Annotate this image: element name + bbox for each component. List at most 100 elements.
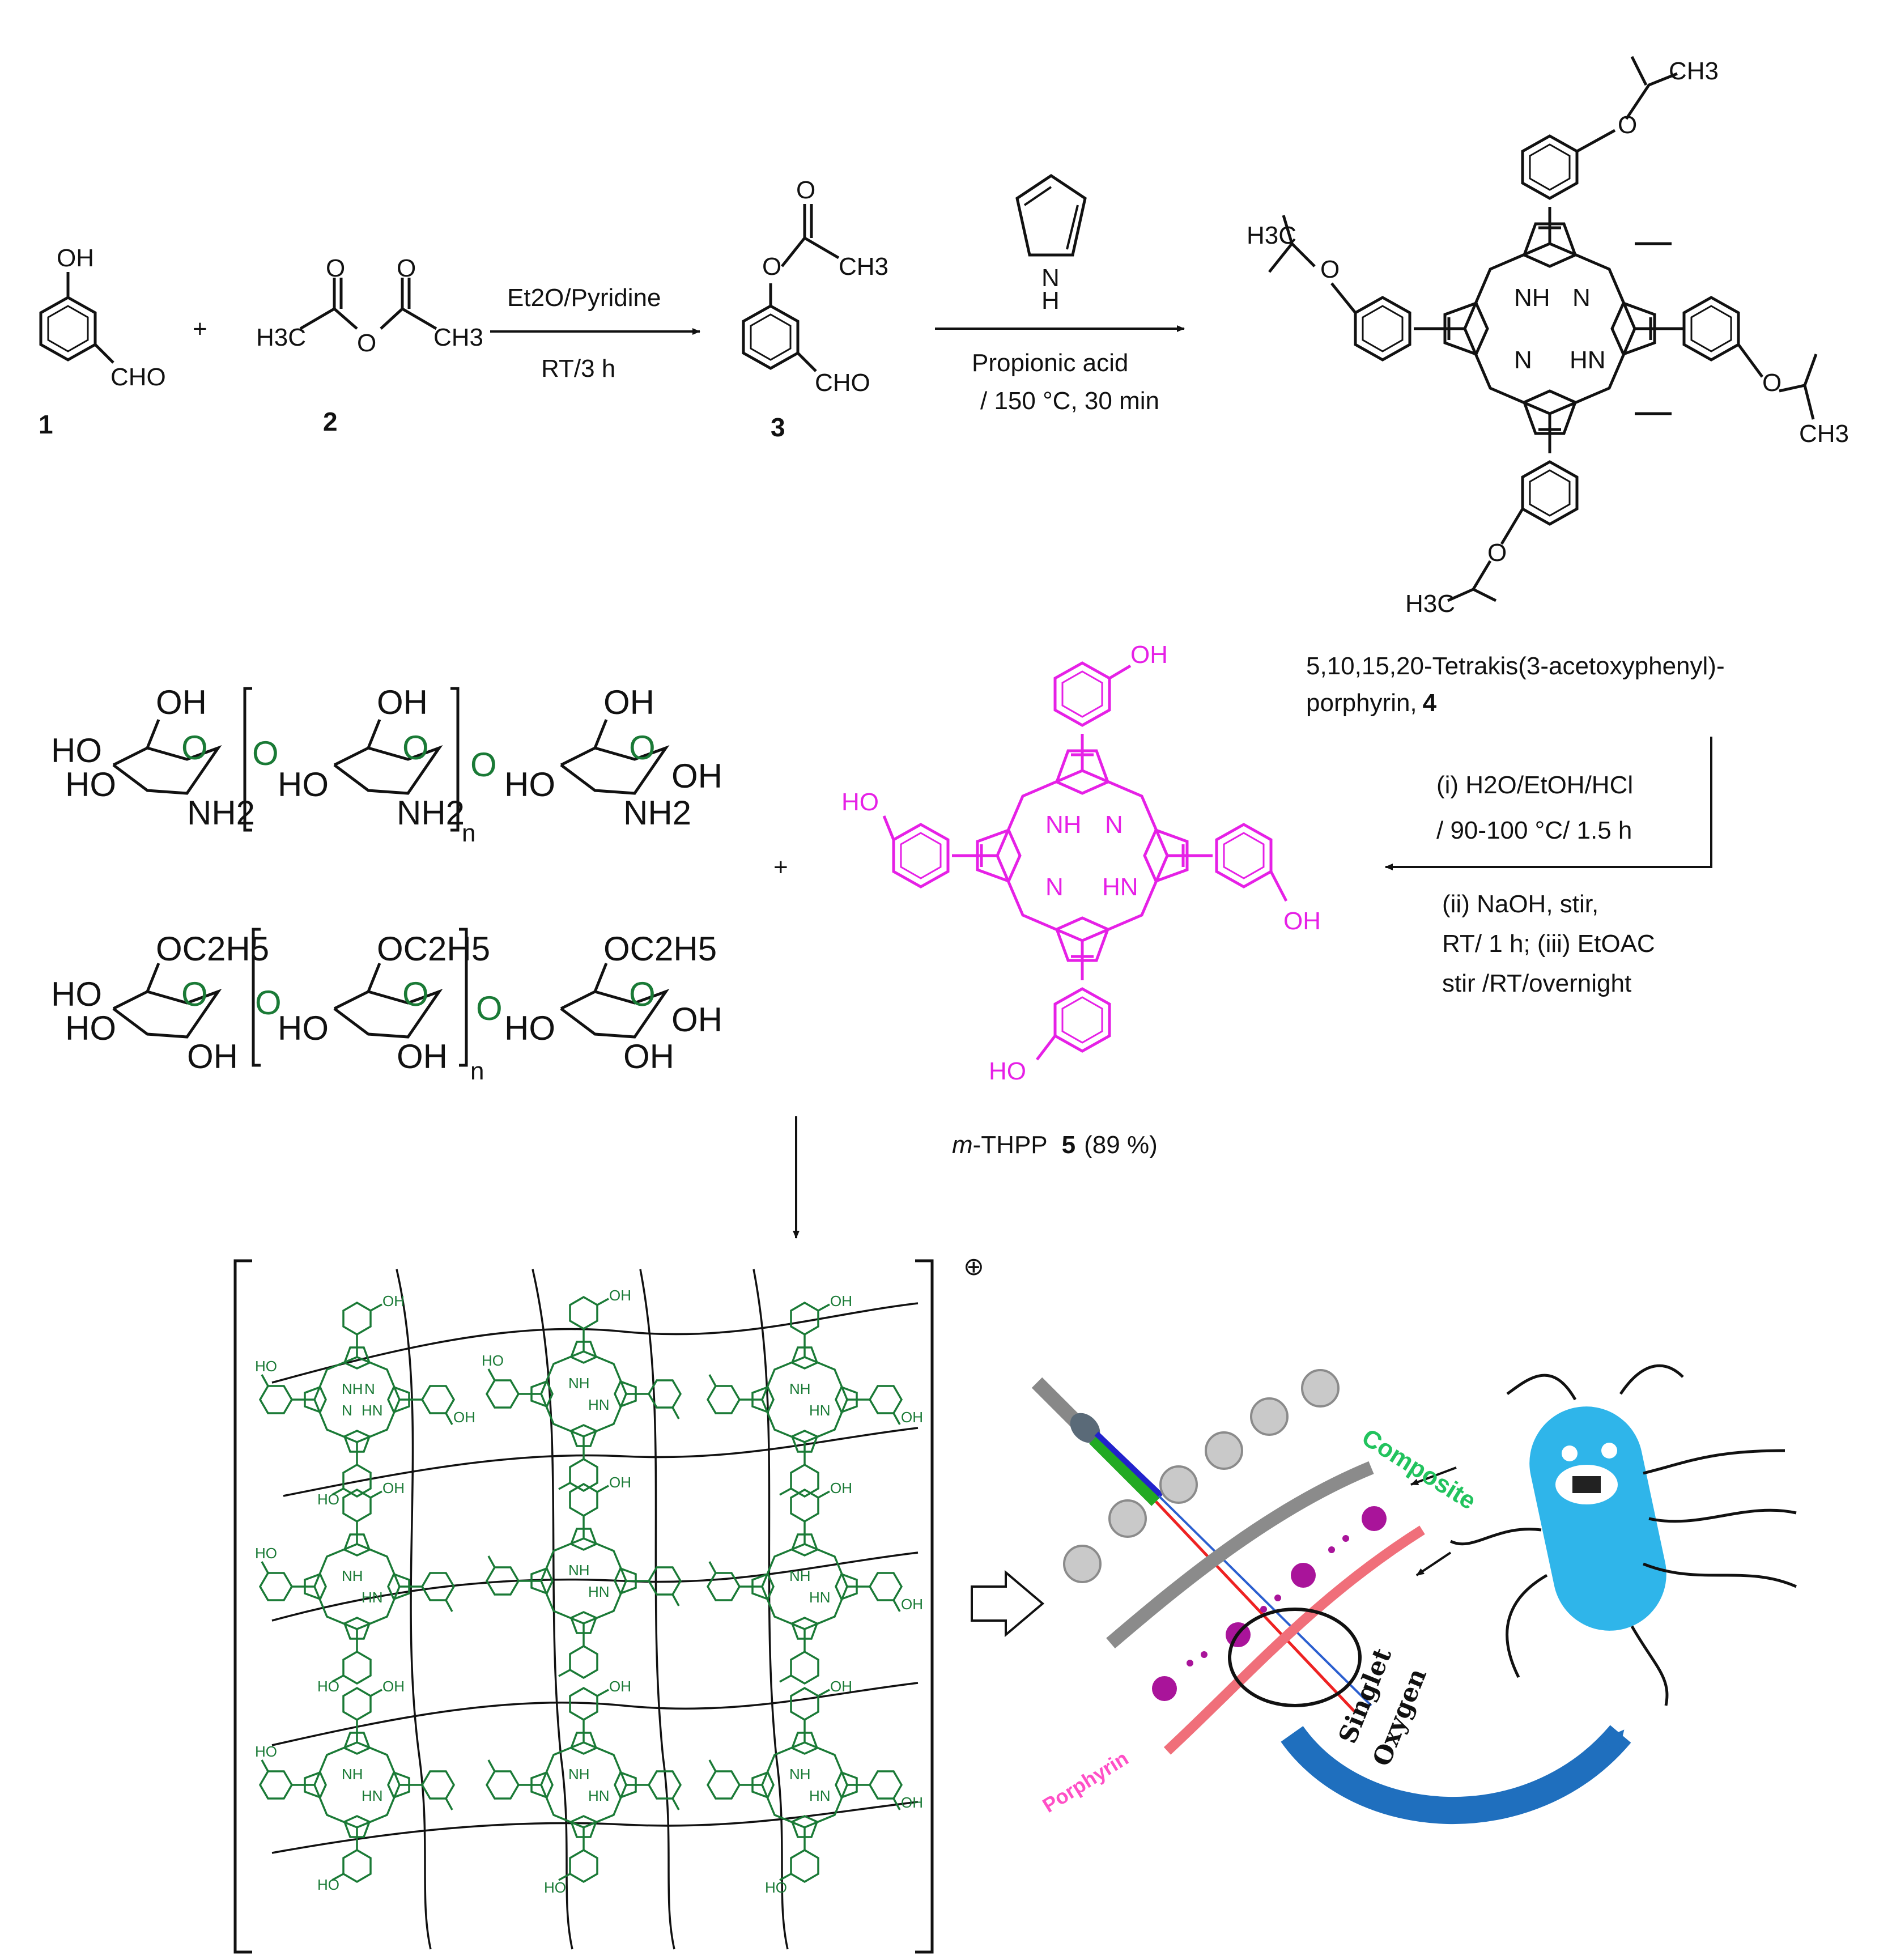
- compound-4: NH N N HN O CH3 O CH3 O H3C O H3C 5,10,1…: [1247, 56, 1849, 717]
- composite-oh-8: OH: [609, 1678, 631, 1695]
- compound-4-n-top: N: [1572, 284, 1591, 312]
- grey-lollipops: [1063, 1369, 1340, 1583]
- chitosan-oh-3: OH: [603, 683, 654, 721]
- compound-2: O O O H3C CH3 2: [256, 254, 483, 436]
- focus-circle: [1228, 1608, 1362, 1707]
- chitosan-ring-o-1: O: [181, 729, 208, 767]
- compound-2-ch3: CH3: [433, 324, 483, 351]
- composite-oh-3: OH: [830, 1293, 852, 1309]
- condition-rt-3h: RT/3 h: [541, 355, 615, 382]
- composite-label: Composite: [1357, 1423, 1481, 1515]
- bacterium: [1449, 1364, 1797, 1706]
- composite-hn-7: HN: [362, 1787, 383, 1804]
- composite-nh-3: NH: [789, 1380, 811, 1397]
- compound-4-o-right: O: [1762, 369, 1782, 397]
- composite-oh-6r: OH: [901, 1596, 923, 1613]
- compound-4-o-left: O: [1320, 256, 1340, 283]
- condition-h2o-etoh-hcl: (i) H2O/EtOH/HCl: [1436, 771, 1633, 799]
- compound-1-cho: CHO: [110, 363, 166, 391]
- composite-ho-1: HO: [255, 1358, 277, 1375]
- composite-oh-7: OH: [382, 1678, 405, 1695]
- composite-nh-5: NH: [568, 1562, 590, 1579]
- chitosan-ho-2: HO: [278, 766, 329, 803]
- chitosan-nh2-2: NH2: [397, 794, 465, 832]
- sinusoidal-arrows: [1410, 1466, 1457, 1576]
- compound-5-ho-bottom: HO: [989, 1057, 1026, 1085]
- ethylcellulose-polymer: O O O O O OC2H5 OC2H5 OC2H5 HO HO HO HO …: [51, 928, 722, 1085]
- compound-3-label: 3: [771, 413, 785, 442]
- composite-ho-4: HO: [255, 1545, 277, 1562]
- composite-oh-2: OH: [609, 1287, 631, 1304]
- chitosan-ho-1b: HO: [65, 766, 116, 803]
- chitosan-ring-o-2: O: [402, 729, 429, 767]
- composite-ho-2: HO: [482, 1352, 504, 1369]
- composite-hn-9: HN: [809, 1787, 831, 1804]
- compound-5-oh-right: OH: [1283, 907, 1321, 935]
- condition-naoh: (ii) NaOH, stir,: [1442, 890, 1598, 918]
- compound-4-hn: HN: [1570, 346, 1606, 374]
- chitosan-ho-3: HO: [504, 766, 555, 803]
- composite-network: ⊕ NH N N HN NH HN NH HN: [233, 1253, 984, 1954]
- compound-1-label: 1: [39, 410, 53, 439]
- chitosan-oh-2: OH: [377, 683, 428, 721]
- chitosan-polymer: O O O O O OH OH OH HO HO HO HO OH NH2 NH…: [51, 683, 722, 847]
- composite-n-1b: N: [342, 1402, 352, 1419]
- compound-4-name-line1: 5,10,15,20-Tetrakis(3-acetoxyphenyl)-: [1306, 652, 1725, 680]
- compound-2-o-bridge: O: [357, 329, 376, 357]
- chitosan-link-o-1: O: [252, 734, 279, 772]
- composite-nh-4: NH: [342, 1567, 363, 1584]
- composite-oh-4: OH: [382, 1479, 405, 1496]
- pyrrole-h: H: [1041, 287, 1060, 314]
- composite-backbone: [1106, 1461, 1374, 1649]
- ec-ho-2: HO: [278, 1009, 329, 1047]
- plus-sign-2: +: [773, 853, 788, 881]
- composite-oh-9: OH: [830, 1678, 852, 1695]
- compound-4-o-top: O: [1618, 111, 1637, 139]
- compound-4-h3c-bottom: H3C: [1405, 590, 1455, 618]
- compound-2-label: 2: [323, 407, 338, 436]
- reaction-arrow-3: [1385, 737, 1712, 870]
- ec-ring-o-2: O: [402, 975, 429, 1013]
- chitosan-n-subscript: n: [462, 819, 475, 847]
- composite-nh-6: NH: [789, 1567, 811, 1584]
- composite-ho-4b: HO: [317, 1678, 339, 1695]
- compound-1: OH CHO 1: [39, 244, 166, 439]
- ec-oc2h5-2: OC2H5: [377, 930, 490, 968]
- ec-oh-end: OH: [671, 1001, 722, 1039]
- light-fiber: [1031, 1377, 1372, 1712]
- compound-3-o-carbonyl: O: [796, 176, 815, 204]
- compound-4-nh: NH: [1514, 284, 1550, 312]
- ec-n-subscript: n: [470, 1057, 484, 1085]
- composite-hn-1: HN: [362, 1402, 383, 1419]
- composite-hn-4: HN: [362, 1589, 383, 1606]
- ec-link-o-1: O: [255, 984, 282, 1022]
- composite-n-1: N: [364, 1380, 375, 1397]
- composite-hn-5: HN: [588, 1583, 610, 1600]
- compound-4-n-bottom: N: [1514, 346, 1532, 374]
- composite-hn-3: HN: [809, 1402, 831, 1419]
- chitosan-nh2-1: NH2: [187, 794, 255, 832]
- plus-sign-1: +: [193, 315, 207, 343]
- compound-4-ch3-right: CH3: [1799, 420, 1849, 448]
- pyrrole-reagent: N H: [1015, 173, 1087, 314]
- ec-ring-o-1: O: [181, 975, 208, 1013]
- composite-ho-7b: HO: [317, 1876, 339, 1893]
- composite-oh-5: OH: [609, 1474, 631, 1491]
- ec-oh-3: OH: [623, 1038, 674, 1075]
- condition-150c: / 150 °C, 30 min: [980, 387, 1159, 415]
- condition-rt-etoac: RT/ 1 h; (iii) EtOAC: [1442, 930, 1655, 958]
- ec-oh-2: OH: [397, 1038, 448, 1075]
- ec-oc2h5-3: OC2H5: [603, 930, 717, 968]
- compound-5-oh-top: OH: [1130, 641, 1168, 669]
- condition-et2o-pyridine: Et2O/Pyridine: [507, 284, 661, 312]
- composite-ho-8b: HO: [544, 1879, 566, 1896]
- hollow-arrow: [971, 1570, 1045, 1638]
- chitosan-nh2-3: NH2: [623, 794, 691, 832]
- composite-ho-1b: HO: [317, 1491, 339, 1508]
- porphyrin-label: Porphyrin: [1039, 1746, 1133, 1817]
- condition-propionic-acid: Propionic acid: [972, 349, 1128, 377]
- composite-ho-7: HO: [255, 1743, 277, 1760]
- compound-2-o-left: O: [326, 254, 345, 282]
- compound-4-name-line2: porphyrin,4: [1306, 689, 1437, 717]
